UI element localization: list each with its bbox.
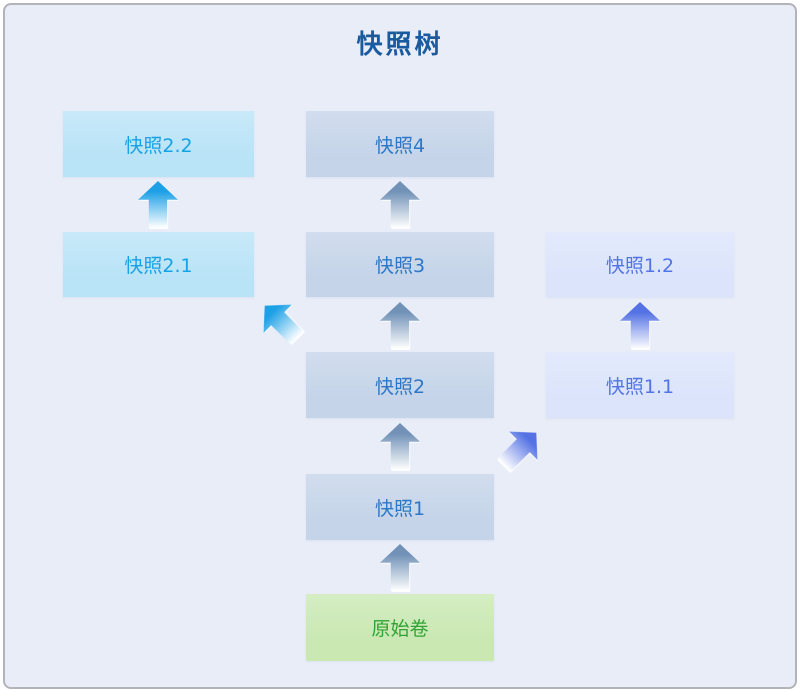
node-label: 快照4 (374, 134, 426, 157)
diagram-title: 快照树 (356, 30, 444, 60)
node-snapshot-4: 快照4 (306, 111, 494, 177)
node-label: 快照1.2 (605, 255, 675, 277)
arrow-shape (138, 181, 178, 228)
arrow-up-icon (380, 302, 420, 349)
arrow-shape (380, 181, 420, 228)
arrow-shape (380, 544, 420, 591)
node-origin-volume: 原始卷 (306, 594, 494, 661)
node-snapshot-1-2: 快照1.2 (546, 232, 734, 297)
arrow-up-icon (620, 302, 660, 349)
node-label: 快照2 (374, 375, 426, 398)
node-label: 快照2.2 (124, 134, 193, 157)
node-label: 快照1 (374, 497, 426, 520)
node-snapshot-3: 快照3 (306, 232, 494, 297)
node-label: 快照1.1 (605, 375, 675, 398)
node-snapshot-2-2: 快照2.2 (63, 111, 254, 177)
node-snapshot-2-1: 快照2.1 (63, 232, 254, 297)
arrow-up-icon (138, 181, 178, 228)
arrow-up-icon (380, 181, 420, 228)
node-snapshot-1: 快照1 (306, 474, 494, 540)
node-snapshot-2: 快照2 (306, 352, 494, 418)
arrow-shape (380, 423, 420, 470)
arrow-shape (620, 302, 660, 349)
arrow-shape (380, 302, 420, 349)
arrow-up-icon (380, 423, 420, 470)
node-label: 原始卷 (371, 618, 429, 640)
node-label: 快照2.1 (124, 255, 193, 277)
arrow-up-icon (380, 544, 420, 591)
node-label: 快照3 (374, 255, 426, 277)
node-snapshot-1-1: 快照1.1 (546, 352, 734, 418)
